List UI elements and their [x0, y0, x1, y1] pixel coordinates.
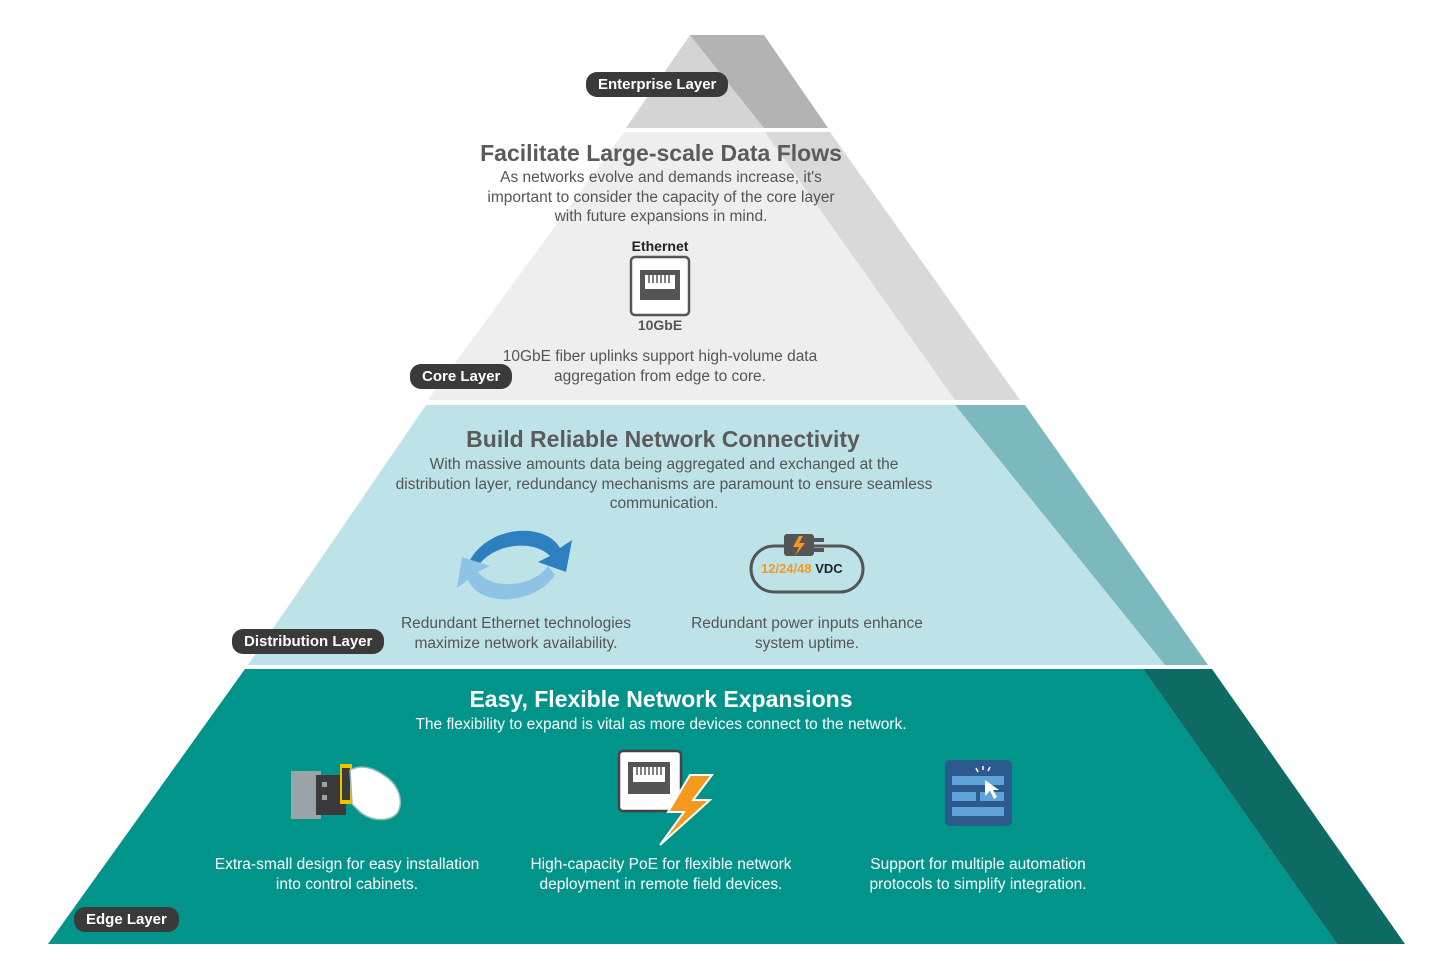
core-layer-side — [765, 132, 1020, 400]
automation-text: Support for multiple automation protocol… — [828, 855, 1128, 894]
core-feature-line: aggregation from edge to core. — [554, 367, 766, 385]
voltage-label: 12/24/48 VDC — [761, 561, 843, 576]
voltage-unit: VDC — [815, 561, 843, 576]
ethernet-port-icon — [629, 255, 691, 317]
feature-line: system uptime. — [754, 634, 860, 652]
distribution-layer-badge: Distribution Layer — [232, 629, 385, 654]
core-heading: Facilitate Large-scale Data Flows — [480, 140, 842, 166]
distribution-description-line: distribution layer, redundancy mechanism… — [395, 475, 933, 493]
core-description-line: with future expansions in mind. — [554, 208, 768, 225]
redundancy-arrows-icon — [457, 530, 572, 600]
feature-line: Redundant Ethernet technologies — [400, 615, 632, 632]
poe-text: High-capacity PoE for flexible network d… — [501, 855, 821, 894]
core-description-line: As networks evolve and demands increase,… — [500, 169, 822, 186]
feature-line: protocols to simplify integration. — [869, 875, 1087, 893]
distribution-description: With massive amounts data being aggregat… — [364, 455, 964, 514]
distribution-layer-side — [955, 405, 1208, 665]
redundant-power-text: Redundant power inputs enhance system up… — [657, 614, 957, 653]
edge-layer-badge: Edge Layer — [74, 907, 179, 932]
distribution-description-line: With massive amounts data being aggregat… — [429, 456, 899, 473]
feature-line: Extra-small design for easy installation — [214, 856, 480, 873]
enterprise-layer-badge: Enterprise Layer — [586, 72, 729, 97]
enterprise-layer-side — [690, 35, 828, 128]
core-layer-badge: Core Layer — [410, 364, 513, 389]
ethernet-label: Ethernet — [631, 238, 689, 254]
automation-protocols-icon — [945, 760, 1012, 826]
feature-line: High-capacity PoE for flexible network — [530, 856, 792, 873]
core-feature-text: 10GbE fiber uplinks support high-volume … — [470, 347, 850, 386]
feature-line: Support for multiple automation — [870, 856, 1086, 873]
edge-description: The flexibility to expand is vital as mo… — [415, 716, 907, 733]
compact-design-text: Extra-small design for easy installation… — [187, 855, 507, 894]
compact-device-icon — [291, 764, 402, 821]
edge-heading: Easy, Flexible Network Expansions — [469, 686, 853, 712]
core-feature-line: 10GbE fiber uplinks support high-volume … — [502, 348, 818, 365]
feature-line: Redundant power inputs enhance — [691, 615, 923, 632]
distribution-heading: Build Reliable Network Connectivity — [466, 426, 860, 452]
redundant-ethernet-text: Redundant Ethernet technologies maximize… — [366, 614, 666, 653]
core-description: As networks evolve and demands increase,… — [451, 168, 871, 227]
core-description-line: important to consider the capacity of th… — [487, 188, 835, 206]
distribution-description-line: communication. — [609, 495, 719, 512]
speed-label: 10GbE — [637, 317, 683, 333]
feature-line: maximize network availability. — [414, 634, 618, 652]
power-input-icon — [749, 534, 865, 594]
distribution-layer-face — [248, 405, 1165, 665]
voltage-value: 12/24/48 — [761, 561, 812, 576]
feature-line: into control cabinets. — [275, 875, 419, 893]
feature-line: deployment in remote field devices. — [539, 875, 783, 893]
poe-icon — [617, 749, 715, 846]
edge-layer-side — [1143, 669, 1405, 944]
